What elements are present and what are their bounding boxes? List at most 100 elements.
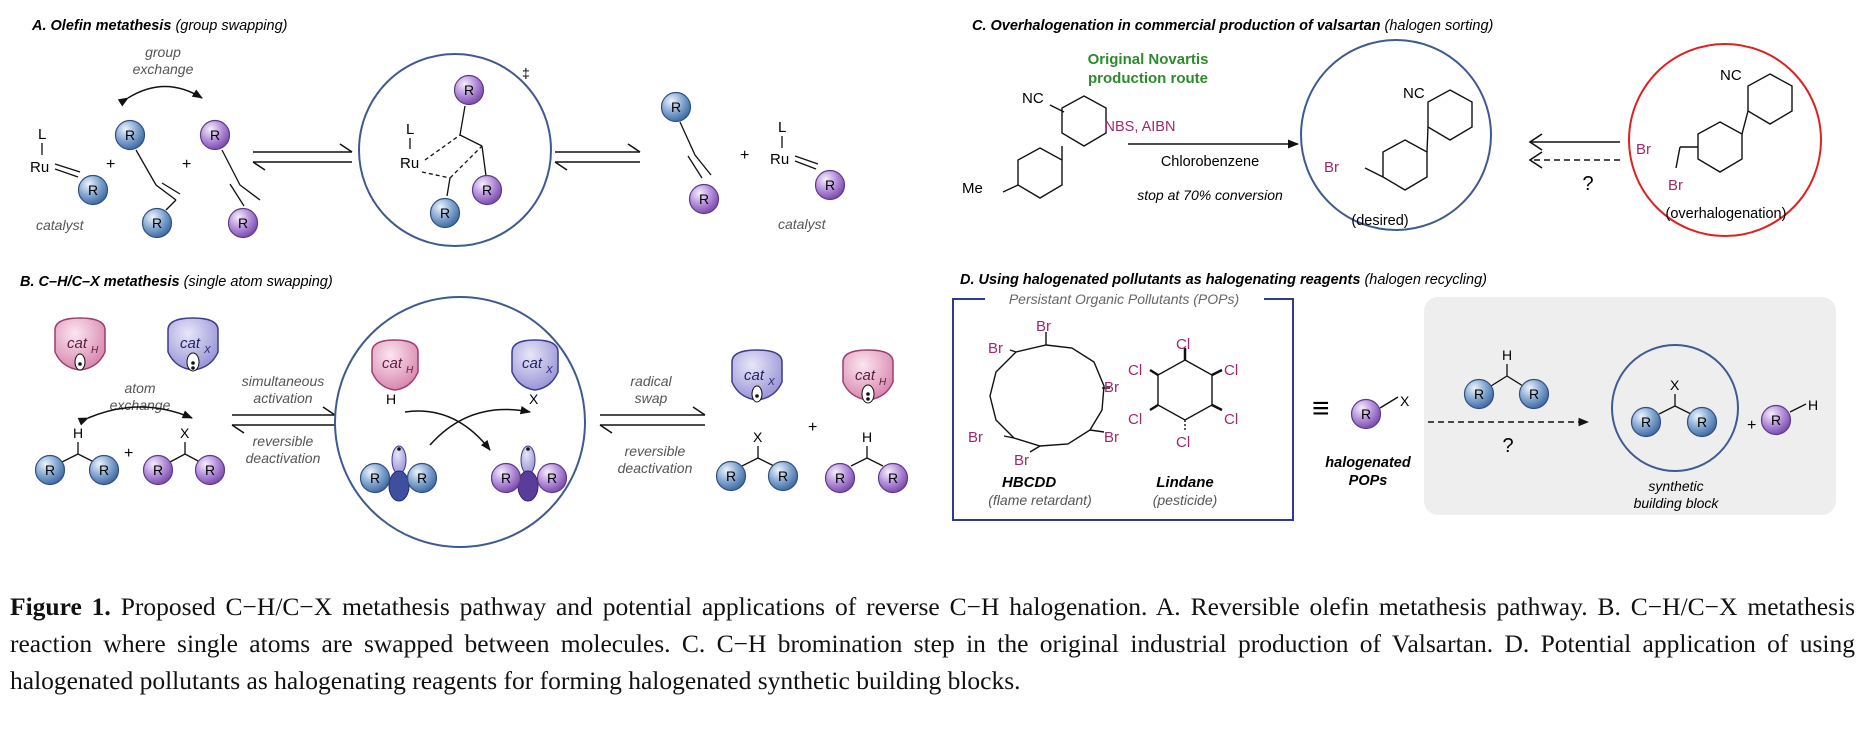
ruthenium-label: Ru xyxy=(770,151,789,168)
halogenated-label: halogenated xyxy=(1325,455,1412,471)
atom-exchange-label-2: exchange xyxy=(110,397,171,413)
conversion-label: stop at 70% conversion xyxy=(1137,187,1283,203)
panel-c-title: C. Overhalogenation in commercial produc… xyxy=(972,18,1493,34)
simultaneous-label-2: activation xyxy=(253,390,312,406)
r-group: R xyxy=(152,215,162,231)
r-group: R xyxy=(205,462,215,478)
nitrile-label: NC xyxy=(1022,90,1044,107)
hbcdd-label: HBCDD xyxy=(1002,474,1056,491)
ligand-l: L xyxy=(406,121,414,138)
catalyst-label: cat xyxy=(67,335,88,352)
halogen-label: X xyxy=(1400,393,1410,409)
r-group: R xyxy=(699,191,709,207)
r-group: R xyxy=(88,182,98,198)
panel-c: C. Overhalogenation in commercial produc… xyxy=(962,18,1822,237)
r-group: R xyxy=(1771,412,1781,428)
hydrogen-label: H xyxy=(73,425,83,441)
question-mark: ? xyxy=(1582,173,1593,195)
r-group: R xyxy=(238,215,248,231)
route-label-2: production route xyxy=(1088,70,1208,87)
catalyst-subscript: X xyxy=(203,345,211,356)
catalyst-subscript: H xyxy=(879,377,887,388)
bromine-label: Br xyxy=(1036,318,1051,335)
reversible-label: reversible xyxy=(253,433,314,449)
reversible-label: reversible xyxy=(625,443,686,459)
catalyst-label: cat xyxy=(382,355,403,372)
question-mark: ? xyxy=(1502,435,1513,457)
hydrogen-label: H xyxy=(1502,347,1512,363)
radical-label: radical xyxy=(630,373,672,389)
chlorine-label: Cl xyxy=(1128,411,1142,428)
nitrile-label: NC xyxy=(1720,67,1742,84)
group-exchange-label-2: exchange xyxy=(133,61,194,77)
catalyst-subscript: X xyxy=(545,365,553,376)
r-group: R xyxy=(99,462,109,478)
r-group: R xyxy=(726,468,736,484)
hydrogen-label: H xyxy=(386,391,396,407)
plus: + xyxy=(808,419,817,436)
caption-text: Proposed C−H/C−X metathesis pathway and … xyxy=(10,592,1855,695)
r-group: R xyxy=(547,470,557,486)
halogen-label: X xyxy=(1670,377,1680,393)
r-group: R xyxy=(1361,406,1371,422)
bromine-label: Br xyxy=(1668,177,1683,194)
panel-d-title: D. Using halogenated pollutants as halog… xyxy=(960,272,1487,288)
solvent-label: Chlorobenzene xyxy=(1161,154,1259,170)
bromine-label: Br xyxy=(1324,159,1339,176)
catalyst-label-2: catalyst xyxy=(778,216,827,232)
plus: + xyxy=(106,156,115,173)
figure-label: Figure 1. xyxy=(10,592,111,621)
lindane-label: Lindane xyxy=(1156,474,1214,491)
ruthenium-label: Ru xyxy=(30,159,49,176)
catalyst-label: cat xyxy=(744,367,765,384)
hydrogen-label: H xyxy=(862,429,872,445)
catalyst-label: cat xyxy=(180,335,201,352)
r-group: R xyxy=(482,182,492,198)
plus: + xyxy=(124,445,133,462)
chlorine-label: Cl xyxy=(1176,336,1190,353)
plus: + xyxy=(182,156,191,173)
r-group: R xyxy=(153,462,163,478)
plus: + xyxy=(740,147,749,164)
r-group: R xyxy=(440,205,450,221)
r-group: R xyxy=(210,127,220,143)
panel-a-title: A. Olefin metathesis (group swapping) xyxy=(31,18,287,34)
lindane-use-label: (pesticide) xyxy=(1153,492,1218,508)
reversible-label-2: deactivation xyxy=(246,450,321,466)
route-label: Original Novartis xyxy=(1088,51,1209,68)
catalyst-subscript: H xyxy=(406,365,414,376)
halogen-label: X xyxy=(753,429,763,445)
halogen-label: X xyxy=(529,391,539,407)
bromine-label: Br xyxy=(1104,429,1119,446)
synthetic-label: synthetic xyxy=(1648,478,1703,494)
hbcdd-use-label: (flame retardant) xyxy=(988,492,1091,508)
r-group: R xyxy=(1529,386,1539,402)
catalyst-label: cat xyxy=(855,367,876,384)
reversible-label-2: deactivation xyxy=(618,460,693,476)
r-group: R xyxy=(1697,414,1707,430)
figure-caption: Figure 1. Proposed C−H/C−X metathesis pa… xyxy=(10,588,1855,699)
r-group: R xyxy=(1474,386,1484,402)
r-group: R xyxy=(888,470,898,486)
synthetic-label-2: building block xyxy=(1634,495,1720,511)
chlorine-label: Cl xyxy=(1224,362,1238,379)
ligand-l: L xyxy=(778,119,786,136)
chlorine-label: Cl xyxy=(1128,362,1142,379)
r-group: R xyxy=(125,127,135,143)
panel-a: A. Olefin metathesis (group swapping) gr… xyxy=(30,18,846,247)
chlorine-label: Cl xyxy=(1176,434,1190,451)
desired-label: (desired) xyxy=(1351,213,1408,229)
simultaneous-label: simultaneous xyxy=(242,373,325,389)
methyl-label: Me xyxy=(962,180,983,197)
catalyst-label: cat xyxy=(522,355,543,372)
equivalence-sign: ≡ xyxy=(1312,392,1330,425)
ligand-l: L xyxy=(38,126,46,143)
hydrogen-label: H xyxy=(1808,397,1818,413)
r-group: R xyxy=(45,462,55,478)
r-group: R xyxy=(417,470,427,486)
bromine-label: Br xyxy=(1014,452,1029,469)
r-group: R xyxy=(501,470,511,486)
panel-b-title: B. C–H/C–X metathesis (single atom swapp… xyxy=(20,274,333,290)
r-group: R xyxy=(1641,414,1651,430)
overhalogenation-label: (overhalogenation) xyxy=(1666,206,1787,222)
